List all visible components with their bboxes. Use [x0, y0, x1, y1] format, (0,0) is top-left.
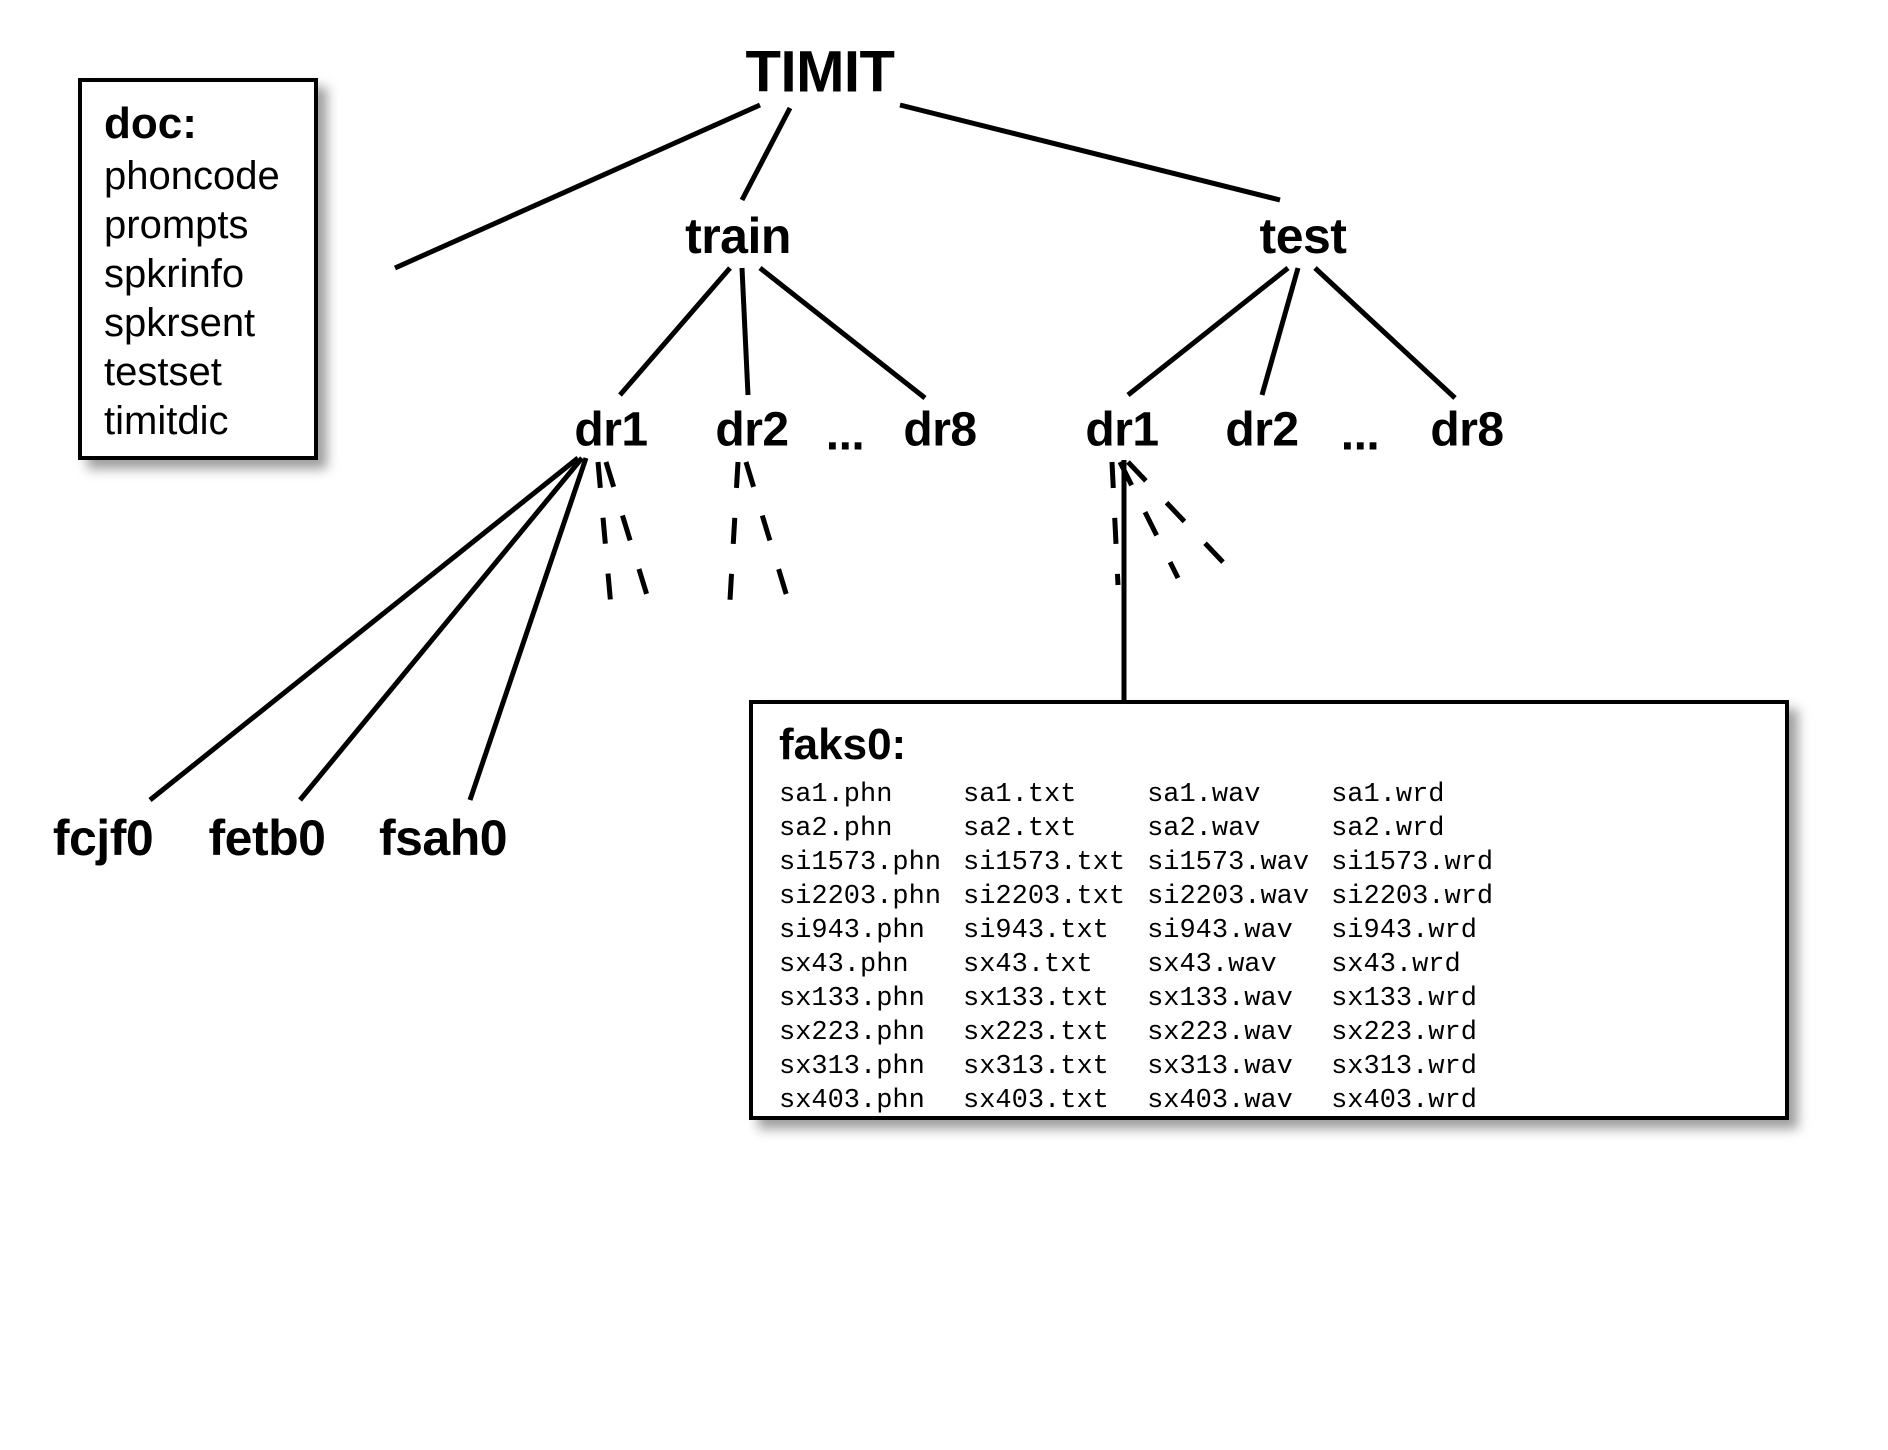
tree-node-train-dr2[interactable]: dr2 [715, 403, 789, 457]
file-table-row: si943.phn si943.txt si943.wav si943.wrd [779, 914, 1515, 948]
doc-file-list: phoncode prompts spkrinfo spkrsent testset ti… [104, 152, 314, 446]
file-table-cell: sa1.wav [1147, 780, 1261, 810]
doc-panel-title: doc: [104, 99, 197, 148]
file-table-cell: sx403.txt [963, 1086, 1109, 1116]
tree-edge-dashed [603, 461, 653, 606]
tree-edge-dashed [727, 461, 741, 601]
tree-edge [393, 102, 762, 271]
file-table-cell: sx133.txt [963, 984, 1109, 1014]
tree-node-train-dr8[interactable]: dr8 [903, 403, 977, 457]
file-table-cell: sx223.wrd [1331, 1018, 1477, 1048]
doc-list-item: timitdic [104, 399, 229, 443]
file-table-cell: si1573.wav [1147, 848, 1310, 878]
file-table-row: sa1.phn sa1.txt sa1.wav sa1.wrd [779, 778, 1515, 812]
tree-node-train-dr1[interactable]: dr1 [574, 403, 648, 457]
file-table-cell: sx313.wav [1147, 1052, 1293, 1082]
file-table-cell: sa1.wrd [1331, 780, 1445, 810]
file-table-cell: si943.wav [1147, 916, 1293, 946]
file-table-cell: sa1.phn [779, 780, 893, 810]
tree-node-test-dr1[interactable]: dr1 [1085, 403, 1159, 457]
file-table-cell: sx403.wav [1147, 1086, 1293, 1116]
doc-panel: doc: phoncode prompts spkrinfo spkrsent test… [78, 78, 318, 460]
tree-edge [1126, 266, 1290, 397]
file-table-cell: sx313.phn [779, 1052, 925, 1082]
file-table-cell: si943.txt [963, 916, 1109, 946]
file-table-cell: sa2.phn [779, 814, 893, 844]
file-table-cell: si943.phn [779, 916, 925, 946]
tree-edge [148, 456, 580, 802]
tree-node-test-dr2[interactable]: dr2 [1225, 403, 1299, 457]
tree-edge [758, 266, 927, 400]
file-table-cell: sx133.wrd [1331, 984, 1477, 1014]
tree-node-timit[interactable]: TIMIT [745, 39, 895, 105]
tree-edge [1259, 267, 1301, 396]
file-table-cell: si2203.wrd [1331, 882, 1494, 912]
faks0-panel-title: faks0: [779, 720, 907, 769]
file-table-cell: sx313.txt [963, 1052, 1109, 1082]
file-table-cell: sx403.wrd [1331, 1086, 1477, 1116]
file-table-cell: sx43.wav [1147, 950, 1277, 980]
tree-edge [1313, 266, 1457, 400]
tree-edge [298, 456, 584, 802]
tree-edge [739, 106, 793, 202]
tree-node-train[interactable]: train [685, 208, 791, 264]
tree-node-speaker-fsah0[interactable]: fsah0 [378, 810, 508, 866]
tree-edge-dashed [1126, 460, 1240, 580]
file-table-cell: si1573.txt [963, 848, 1126, 878]
file-table-cell: si2203.phn [779, 882, 942, 912]
tree-edge [618, 266, 732, 397]
file-table-row: sa2.phn sa2.txt sa2.wav sa2.wrd [779, 812, 1515, 846]
tree-edge-dashed [1117, 460, 1181, 580]
doc-list-item: spkrinfo [104, 252, 245, 296]
file-table-cell: sa2.wav [1147, 814, 1261, 844]
tree-edge [899, 102, 1281, 203]
tree-node-train-ellipsis: ... [825, 407, 865, 461]
file-table-cell: sx43.wrd [1331, 950, 1461, 980]
doc-list-item: phoncode [104, 154, 280, 198]
file-table-cell: si1573.wrd [1331, 848, 1494, 878]
tree-node-test[interactable]: test [1259, 208, 1347, 264]
file-table-row: sx223.phn sx223.txt sx223.wav sx223.wrd [779, 1016, 1515, 1050]
tree-node-test-dr8[interactable]: dr8 [1430, 403, 1504, 457]
tree-edge-dashed [595, 461, 615, 619]
file-table-cell: sx43.phn [779, 950, 909, 980]
file-table-cell: sa2.txt [963, 814, 1077, 844]
file-table-cell: sx223.phn [779, 1018, 925, 1048]
tree-node-speaker-fetb0[interactable]: fetb0 [208, 810, 326, 866]
file-table-cell: si1573.phn [779, 848, 942, 878]
file-table-cell: sa2.wrd [1331, 814, 1445, 844]
tree-node-speaker-fcjf0[interactable]: fcjf0 [52, 810, 154, 866]
file-table-row: sx403.phn sx403.txt sx403.wav sx403.wrd [779, 1084, 1515, 1118]
file-table-cell: si2203.wav [1147, 882, 1310, 912]
file-table-cell: sa1.txt [963, 780, 1077, 810]
file-table-row: sx313.phn sx313.txt sx313.wav sx313.wrd [779, 1050, 1515, 1084]
file-table-row: sx43.phn sx43.txt sx43.wav sx43.wrd [779, 948, 1515, 982]
tree-edge-dashed [743, 461, 791, 601]
file-table-cell: sx403.phn [779, 1086, 925, 1116]
file-table-cell: sx133.phn [779, 984, 925, 1014]
tree-edge [467, 457, 589, 801]
tree-node-test-ellipsis: ... [1340, 407, 1380, 461]
faks0-file-table: sa1.phn sa1.txt sa1.wav sa1.wrd sa2.phn sa2.t… [779, 778, 1515, 1118]
file-table-row: si1573.phn si1573.txt si1573.wav si1573.wrd [779, 846, 1515, 880]
doc-list-item: testset [104, 350, 222, 394]
doc-list-item: spkrsent [104, 301, 256, 345]
file-table-cell: si2203.txt [963, 882, 1126, 912]
tree-edge-dashed [1109, 461, 1121, 586]
file-table-row: sx133.phn sx133.txt sx133.wav sx133.wrd [779, 982, 1515, 1016]
file-table-cell: sx223.txt [963, 1018, 1109, 1048]
file-table-cell: si943.wrd [1331, 916, 1477, 946]
tree-edge [739, 267, 751, 396]
file-table-cell: sx43.txt [963, 950, 1093, 980]
file-table-cell: sx223.wav [1147, 1018, 1293, 1048]
file-table-row: si2203.phn si2203.txt si2203.wav si2203.wrd [779, 880, 1515, 914]
file-table-cell: sx133.wav [1147, 984, 1293, 1014]
doc-list-item: prompts [104, 203, 249, 247]
file-table-cell: sx313.wrd [1331, 1052, 1477, 1082]
